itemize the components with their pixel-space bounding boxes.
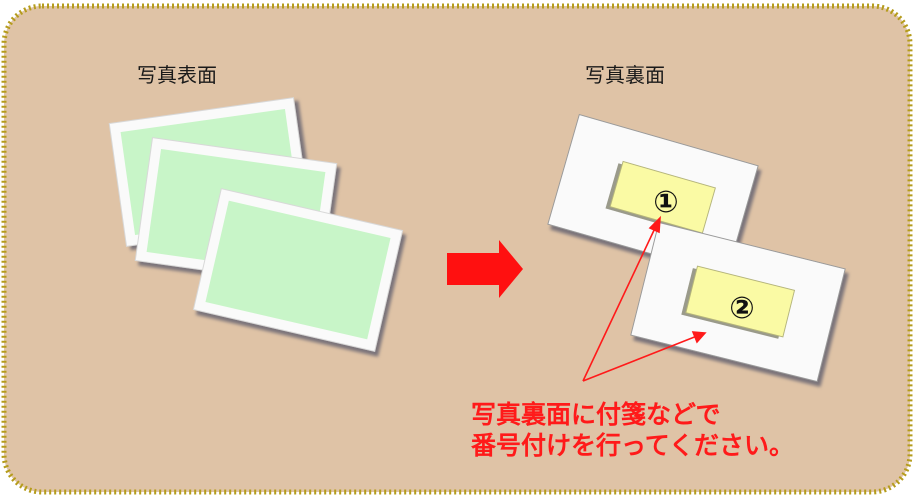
- instruction-line-1: 写真裏面に付箋などで: [471, 400, 721, 429]
- sticky-number-2: ②: [729, 291, 754, 326]
- instruction-line-2: 番号付けを行ってください。: [470, 431, 794, 460]
- front-label: 写真表面: [137, 63, 217, 87]
- photo-front-3: [192, 188, 404, 352]
- back-label: 写真裏面: [585, 63, 665, 87]
- annotation-pointers: [582, 215, 707, 382]
- right-arrow-icon: [447, 240, 523, 298]
- sticky-number-1: ①: [653, 185, 678, 220]
